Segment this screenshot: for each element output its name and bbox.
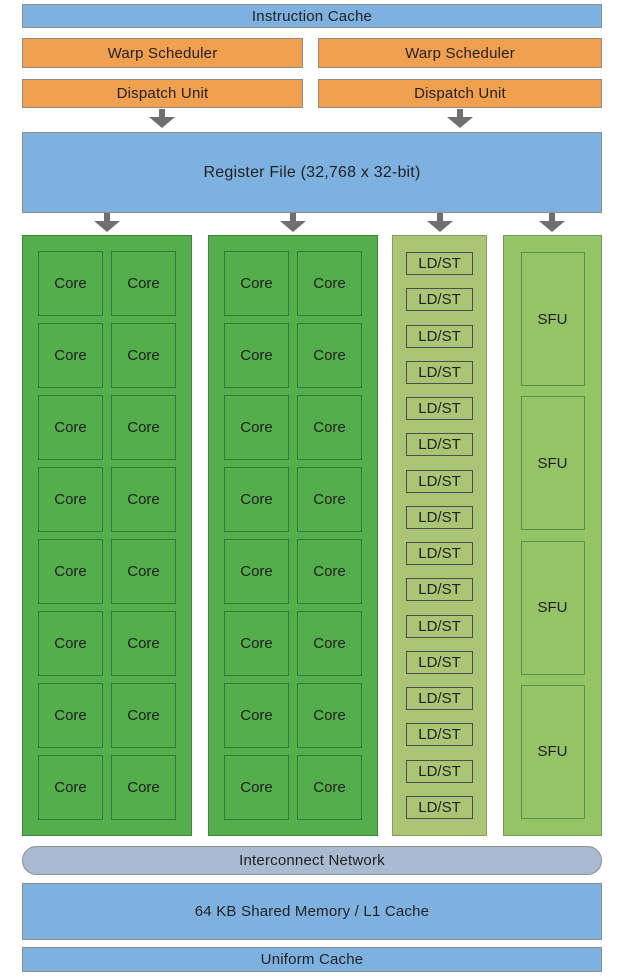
arrow-head — [447, 117, 473, 128]
core-cell: Core — [111, 611, 176, 676]
sfu-cell: SFU — [520, 540, 585, 675]
ldst-cell: LD/ST — [406, 469, 473, 493]
core-cell: Core — [38, 755, 103, 820]
dispatch-unit-right-block: Dispatch Unit — [318, 79, 602, 108]
ldst-cell: LD/ST — [406, 687, 473, 711]
register-file-block: Register File (32,768 x 32-bit) — [22, 132, 602, 213]
ldst-cell: LD/ST — [406, 578, 473, 602]
core-cell: Core — [297, 323, 362, 388]
arrow-stem — [457, 109, 463, 117]
ldst-cell: LD/ST — [406, 505, 473, 529]
core-cell: Core — [224, 611, 289, 676]
arrow-stem — [104, 213, 110, 221]
down-arrow-icon — [539, 213, 565, 232]
ldst-cell: LD/ST — [406, 614, 473, 638]
ldst-cell: LD/ST — [406, 433, 473, 457]
ldst-cell: LD/ST — [406, 252, 473, 275]
arrow-head — [539, 221, 565, 232]
core-cell: Core — [297, 539, 362, 604]
core-cell: Core — [111, 251, 176, 316]
arrow-head — [427, 221, 453, 232]
down-arrow-icon — [280, 213, 306, 232]
arrow-head — [280, 221, 306, 232]
arrow-head — [94, 221, 120, 232]
arrow-stem — [549, 213, 555, 221]
ldst-cell: LD/ST — [406, 360, 473, 384]
core-cell: Core — [297, 251, 362, 316]
core-cell: Core — [297, 467, 362, 532]
core-cell: Core — [224, 755, 289, 820]
ldst-column: LD/ST LD/ST LD/ST LD/ST LD/ST LD/ST LD/ST LD/ST… — [392, 235, 487, 836]
ldst-cell: LD/ST — [406, 795, 473, 819]
core-cell: Core — [38, 611, 103, 676]
sfu-stack: SFU SFU SFU SFU — [504, 236, 601, 835]
down-arrow-icon — [427, 213, 453, 232]
ldst-cell: LD/ST — [406, 650, 473, 674]
sfu-column: SFU SFU SFU SFU — [503, 235, 602, 836]
ldst-cell: LD/ST — [406, 723, 473, 747]
warp-scheduler-right-block: Warp Scheduler — [318, 38, 602, 68]
core-cell: Core — [38, 467, 103, 532]
core-cell: Core — [297, 683, 362, 748]
core-cell: Core — [38, 395, 103, 460]
core-cell: Core — [38, 683, 103, 748]
core-cell: Core — [111, 467, 176, 532]
core-cell: Core — [224, 323, 289, 388]
sfu-cell: SFU — [520, 252, 585, 386]
sfu-cell: SFU — [520, 396, 585, 531]
core-cell: Core — [111, 755, 176, 820]
core-cell: Core — [111, 395, 176, 460]
dispatch-unit-left-block: Dispatch Unit — [22, 79, 303, 108]
down-arrow-icon — [94, 213, 120, 232]
core-cell: Core — [111, 323, 176, 388]
core-cell: Core — [224, 683, 289, 748]
down-arrow-icon — [447, 109, 473, 128]
core-cell: Core — [297, 395, 362, 460]
sfu-cell: SFU — [520, 684, 585, 819]
instruction-cache-block: Instruction Cache — [22, 4, 602, 28]
core-cell: Core — [38, 539, 103, 604]
shared-memory-block: 64 KB Shared Memory / L1 Cache — [22, 883, 602, 940]
arrow-stem — [290, 213, 296, 221]
ldst-cell: LD/ST — [406, 324, 473, 348]
core-cell: Core — [224, 467, 289, 532]
uniform-cache-block: Uniform Cache — [22, 947, 602, 972]
arrow-stem — [437, 213, 443, 221]
down-arrow-icon — [149, 109, 175, 128]
core-cell: Core — [111, 683, 176, 748]
warp-scheduler-left-block: Warp Scheduler — [22, 38, 303, 68]
ldst-cell: LD/ST — [406, 288, 473, 312]
ldst-cell: LD/ST — [406, 542, 473, 566]
core-cell: Core — [111, 539, 176, 604]
core-cell: Core — [38, 251, 103, 316]
ldst-cell: LD/ST — [406, 397, 473, 421]
core-cell: Core — [297, 755, 362, 820]
interconnect-network-block: Interconnect Network — [22, 846, 602, 875]
core-cell: Core — [224, 539, 289, 604]
arrow-head — [149, 117, 175, 128]
core-cell: Core — [224, 395, 289, 460]
core-cell: Core — [297, 611, 362, 676]
core-cell: Core — [38, 323, 103, 388]
ldst-stack: LD/ST LD/ST LD/ST LD/ST LD/ST LD/ST LD/ST LD/ST… — [393, 236, 486, 835]
core-cell: Core — [224, 251, 289, 316]
ldst-cell: LD/ST — [406, 759, 473, 783]
arrow-stem — [159, 109, 165, 117]
